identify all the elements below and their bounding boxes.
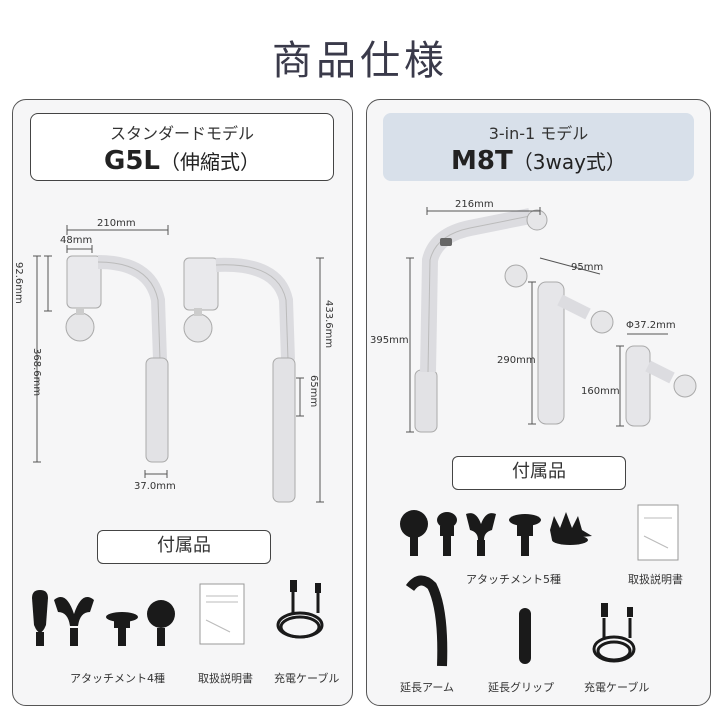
right-panel (366, 99, 711, 706)
left-model-name: G5L (104, 146, 160, 176)
right-dim-mid-height: 290mm (497, 355, 536, 366)
left-model-header: スタンダードモデル G5L（伸縮式） (30, 113, 334, 181)
left-caption-manual: 取扱説明書 (198, 672, 253, 685)
right-accessories-heading: 付属品 (452, 456, 626, 490)
right-dim-small-height: 160mm (581, 386, 620, 397)
left-accessories-heading: 付属品 (97, 530, 271, 564)
left-dim-head: 48mm (60, 235, 93, 246)
right-model-variant: （3way式） (512, 150, 626, 174)
left-dim-grip: 37.0mm (134, 481, 176, 492)
right-caption-cable: 充電ケーブル (584, 681, 650, 694)
right-caption-manual: 取扱説明書 (628, 573, 683, 586)
left-caption-attachments: アタッチメント4種 (70, 672, 165, 685)
right-caption-grip: 延長グリップ (488, 681, 554, 694)
right-dim-width: 216mm (455, 199, 494, 210)
page-title: 商品仕様 (272, 38, 448, 84)
left-model-type: スタンダードモデル (109, 124, 254, 143)
right-model-type: 3-in-1 モデル (488, 124, 589, 143)
left-dim-total-height: 368.6mm (31, 348, 42, 397)
right-dim-full-height: 395mm (370, 335, 409, 346)
left-dim-head-height: 92.6mm (13, 262, 24, 304)
right-caption-arm: 延長アーム (400, 681, 455, 694)
left-panel (12, 99, 353, 706)
right-model-name: M8T (451, 146, 513, 176)
left-dim-extension: 65mm (308, 375, 319, 408)
left-dim-width: 210mm (97, 218, 136, 229)
right-caption-attachments: アタッチメント5種 (466, 573, 561, 586)
left-dim-extended-height: 433.6mm (323, 300, 334, 349)
right-dim-small-diameter: Φ37.2mm (626, 320, 676, 331)
left-model-variant: （伸縮式） (160, 150, 260, 174)
right-dim-mid-width: 95mm (571, 262, 604, 273)
right-model-header: 3-in-1 モデル M8T（3way式） (383, 113, 694, 181)
left-caption-cable: 充電ケーブル (274, 672, 340, 685)
